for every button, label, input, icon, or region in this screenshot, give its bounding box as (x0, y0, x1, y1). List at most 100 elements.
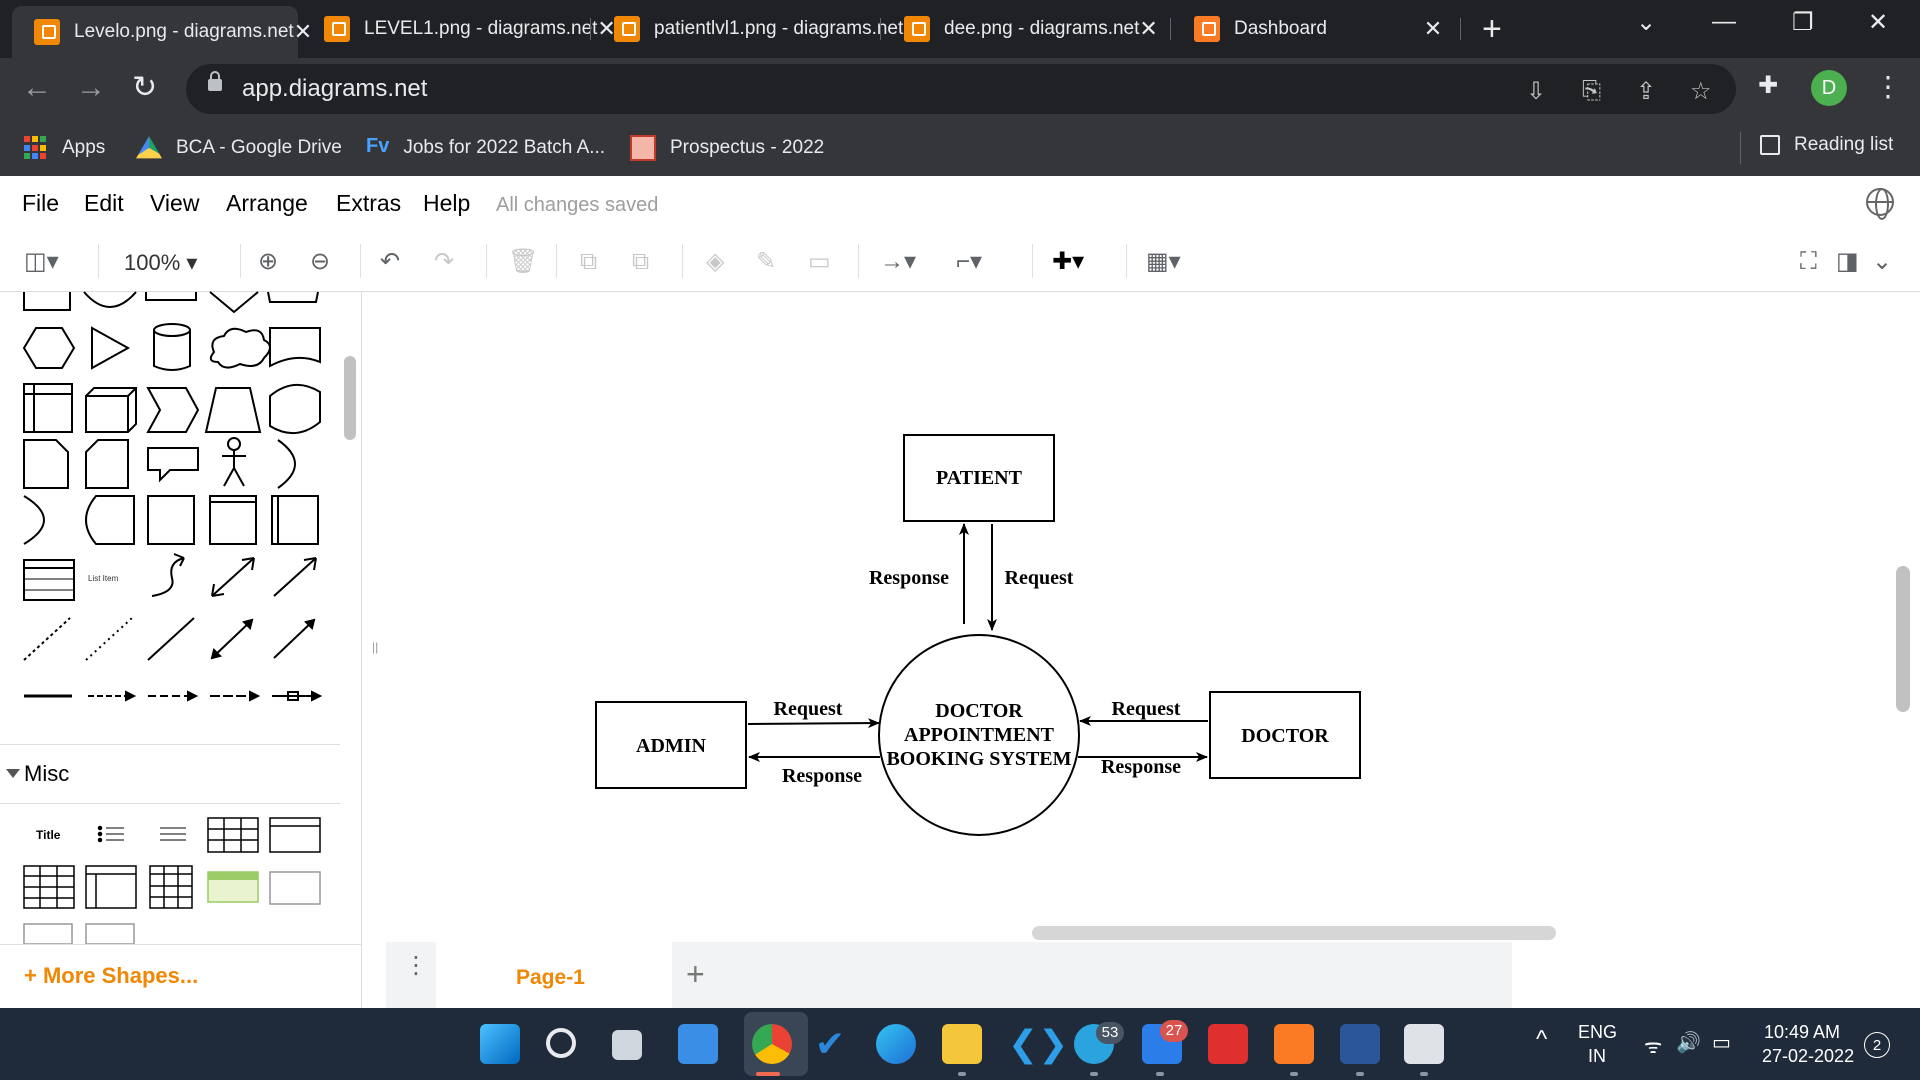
shape-swimlane[interactable] (271, 495, 319, 545)
insert-icon[interactable]: ✚▾ (1052, 248, 1085, 275)
shape-line[interactable] (147, 617, 195, 661)
tab-dashboard[interactable]: Dashboard ✕ (1172, 8, 1458, 50)
shape-delay[interactable] (23, 495, 45, 545)
shape-colored-table[interactable] (207, 871, 259, 903)
entity-admin[interactable] (595, 701, 747, 789)
shape-link-arrow[interactable] (88, 690, 137, 702)
word-icon[interactable] (1340, 1024, 1380, 1064)
start-icon[interactable] (480, 1024, 520, 1064)
shape-numbered-list[interactable] (160, 827, 186, 841)
edge-icon[interactable] (876, 1024, 916, 1064)
bookmark-drive[interactable]: BCA - Google Drive (136, 132, 342, 164)
shape-bullet-list[interactable] (97, 825, 125, 843)
menu-view[interactable]: View (150, 190, 200, 216)
fullscreen-icon[interactable]: ⛶ (1800, 248, 1817, 275)
diagram-canvas[interactable]: PATIENT ADMIN DOCTOR DOCTOR APPOINTMENT … (386, 292, 1920, 942)
forward-icon[interactable]: → (76, 71, 106, 104)
format-panel-icon[interactable]: ◫▾ (24, 248, 59, 275)
shape-table-4[interactable] (23, 923, 73, 945)
shape-document[interactable] (269, 327, 321, 368)
sidebar-splitter[interactable]: || (372, 640, 379, 654)
page-tab[interactable]: Page-1 (436, 942, 672, 1008)
shape-message-arrow[interactable] (272, 690, 323, 702)
misc-title-shape[interactable]: Title (36, 828, 61, 842)
shape-callout[interactable] (147, 447, 199, 483)
shape-cube[interactable] (85, 387, 137, 433)
menu-help[interactable]: Help (423, 190, 471, 216)
flow-admin-request[interactable] (747, 718, 880, 729)
todo-icon[interactable]: ✔ (814, 1023, 846, 1064)
shape-tape[interactable] (269, 384, 321, 434)
shape-rectangle[interactable] (23, 292, 71, 311)
search-icon[interactable] (546, 1028, 576, 1058)
snipping-tool-icon[interactable] (1404, 1024, 1444, 1064)
shape-grid-table[interactable] (207, 817, 259, 853)
shape-list[interactable] (23, 559, 75, 601)
tab-search-icon[interactable]: ⌄ (1636, 9, 1657, 36)
shape-or[interactable] (277, 439, 296, 489)
chevron-up-icon[interactable]: ^ (1536, 1026, 1548, 1053)
profile-avatar[interactable]: D (1811, 70, 1847, 106)
shape-arrow[interactable] (273, 557, 317, 597)
canvas-vertical-scrollbar[interactable] (1896, 566, 1910, 712)
collapse-icon[interactable]: ⌄ (1872, 248, 1893, 275)
tab-patientlvl1[interactable]: patientlvl1.png - diagrams.net ✕ (592, 8, 922, 50)
canvas-horizontal-scrollbar[interactable] (1032, 926, 1556, 940)
shape-table-3[interactable] (149, 865, 193, 909)
bookmark-apps[interactable]: Apps (24, 132, 105, 164)
tab-dee[interactable]: dee.png - diagrams.net ✕ (882, 8, 1168, 50)
entity-doctor[interactable] (1209, 691, 1361, 779)
close-icon[interactable]: ✕ (597, 16, 616, 41)
reload-icon[interactable]: ↻ (132, 71, 158, 104)
shape-parallelogram[interactable] (267, 291, 319, 303)
shape-table-1[interactable] (23, 865, 75, 909)
tab-levelo[interactable]: Levelo.png - diagrams.net ✕ (12, 6, 312, 58)
shape-hexagon[interactable] (22, 327, 76, 369)
shape-data-table[interactable] (269, 817, 321, 853)
star-icon[interactable]: ☆ (1690, 78, 1712, 105)
shape-bidirectional-arrow[interactable] (211, 557, 255, 597)
menu-edit[interactable]: Edit (84, 190, 124, 216)
language-icon[interactable] (1866, 188, 1894, 220)
format-toggle-icon[interactable]: ◨ (1836, 248, 1859, 275)
menu-extras[interactable]: Extras (336, 190, 402, 216)
zoom-out-icon[interactable]: ⊖ (310, 248, 331, 275)
zoom-in-icon[interactable]: ⊕ (258, 248, 279, 275)
shape-note[interactable] (23, 439, 69, 489)
shape-dotted-line[interactable] (85, 617, 133, 661)
undo-icon[interactable]: ↶ (380, 248, 401, 275)
vscode-icon[interactable]: ❮❯ (1008, 1023, 1069, 1064)
widgets-icon[interactable] (678, 1024, 718, 1064)
shape-long-dash-arrow[interactable] (210, 690, 261, 702)
entity-patient[interactable] (903, 434, 1055, 522)
shape-data-storage[interactable] (85, 495, 135, 545)
shape-table-2[interactable] (85, 865, 137, 909)
language-indicator[interactable]: ENG (1578, 1022, 1618, 1042)
waypoints-icon[interactable]: ⌐▾ (956, 248, 983, 275)
line-color-icon[interactable]: ✎ (756, 248, 777, 275)
reading-list-button[interactable]: Reading list (1760, 134, 1893, 156)
bookmark-prospectus[interactable]: Prospectus - 2022 (630, 132, 824, 164)
clock-time[interactable]: 10:49 AM (1764, 1022, 1841, 1042)
shape-card[interactable] (85, 439, 129, 489)
xampp-taskbar-icon[interactable] (1274, 1024, 1314, 1064)
shape-internal-storage[interactable] (23, 383, 73, 433)
sidebar-scrollbar[interactable] (344, 356, 356, 440)
to-back-icon[interactable]: ⧉ (632, 248, 650, 275)
shape-dashed-line[interactable] (23, 617, 71, 661)
shape-directional-connector[interactable] (273, 618, 316, 659)
shape-table-5[interactable] (85, 923, 135, 945)
delete-icon[interactable]: 🗑 (508, 248, 539, 275)
minimize-icon[interactable]: — (1712, 8, 1736, 35)
share-icon[interactable]: ⇪ (1636, 78, 1657, 105)
menu-icon[interactable]: ⋮ (1874, 71, 1902, 102)
menu-file[interactable]: File (22, 190, 60, 216)
more-shapes-button[interactable]: + More Shapes... (0, 944, 362, 1008)
shape-container[interactable] (209, 495, 257, 545)
back-icon[interactable]: ← (22, 71, 52, 104)
file-explorer-icon[interactable] (942, 1024, 982, 1064)
page-icon[interactable]: ⎘ (1582, 77, 1602, 104)
wifi-icon[interactable]: ᯤ (1644, 1036, 1663, 1058)
tab-level1[interactable]: LEVEL1.png - diagrams.net ✕ (302, 8, 616, 50)
menu-arrange[interactable]: Arrange (226, 190, 308, 216)
